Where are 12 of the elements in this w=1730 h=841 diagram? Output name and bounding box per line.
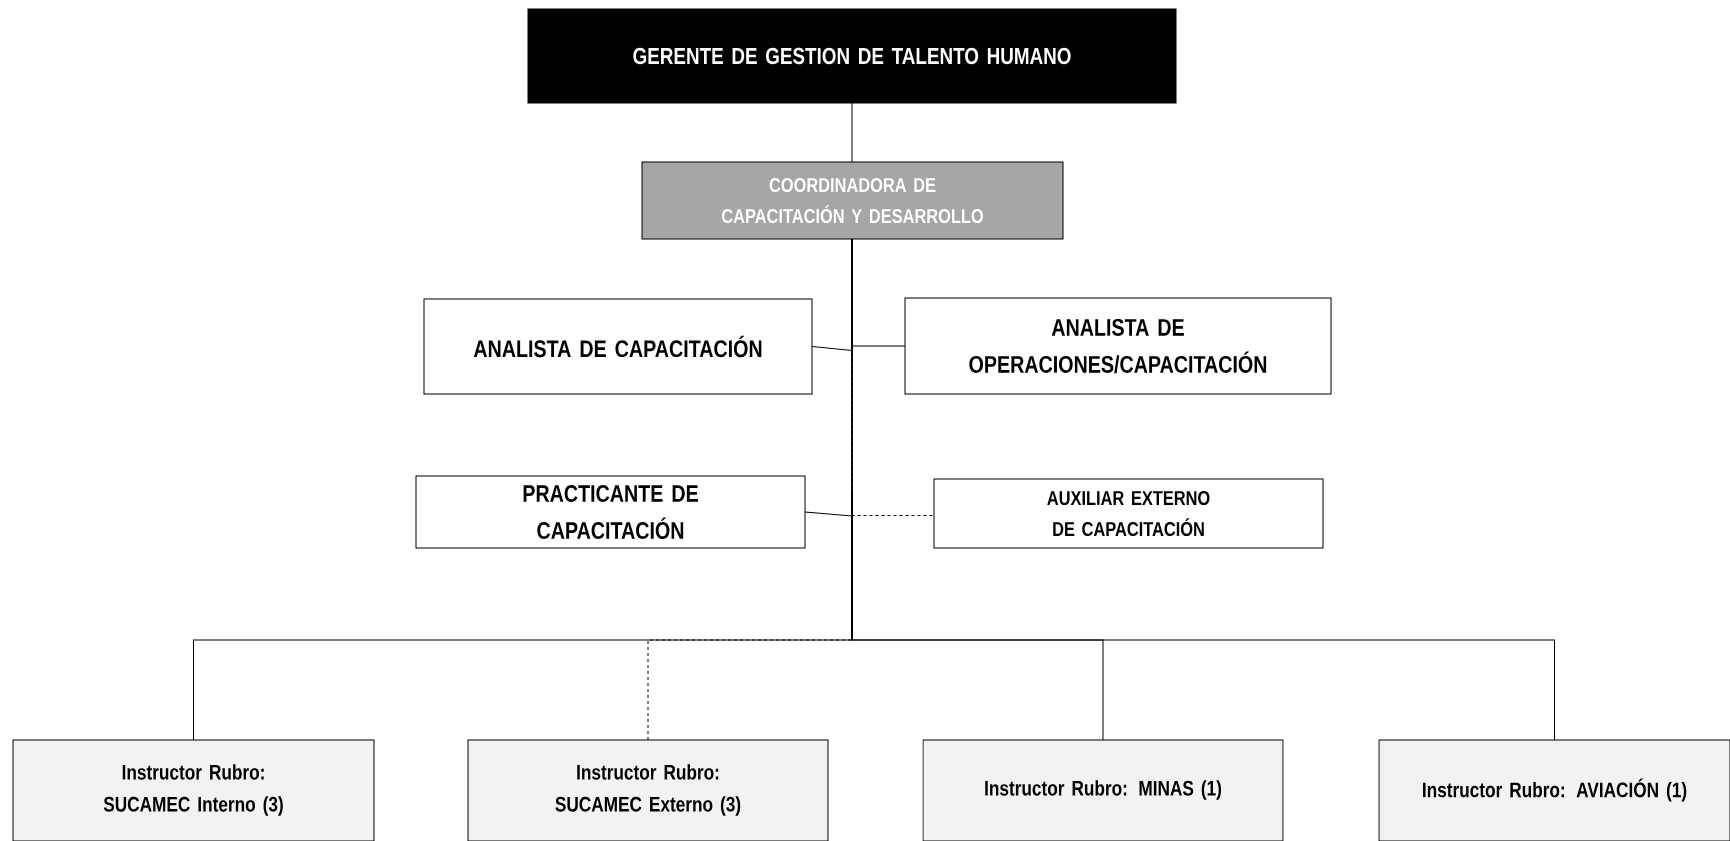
instructor-box: Instructor Rubro: SUCAMEC Externo (3) <box>467 739 829 841</box>
position-box: ANALISTA DE CAPACITACIÓN <box>423 298 813 395</box>
coordinator-box: COORDINADORA DE CAPACITACIÓN Y DESARROLLO <box>641 161 1064 240</box>
title-box: GERENTE DE GESTION DE TALENTO HUMANO <box>527 8 1177 104</box>
position-box: PRACTICANTE DE CAPACITACIÓN <box>415 475 806 549</box>
position-box: AUXILIAR EXTERNO DE CAPACITACIÓN <box>933 478 1324 549</box>
connector-line <box>851 238 1555 741</box>
position-box: ANALISTA DE OPERACIONES/CAPACITACIÓN <box>904 297 1332 395</box>
instructor-box: Instructor Rubro: SUCAMEC Interno (3) <box>12 739 375 841</box>
connector-line <box>851 102 853 163</box>
instructor-box: Instructor Rubro: AVIACIÓN (1) <box>1378 739 1730 841</box>
instructor-box: Instructor Rubro: MINAS (1) <box>922 739 1284 841</box>
